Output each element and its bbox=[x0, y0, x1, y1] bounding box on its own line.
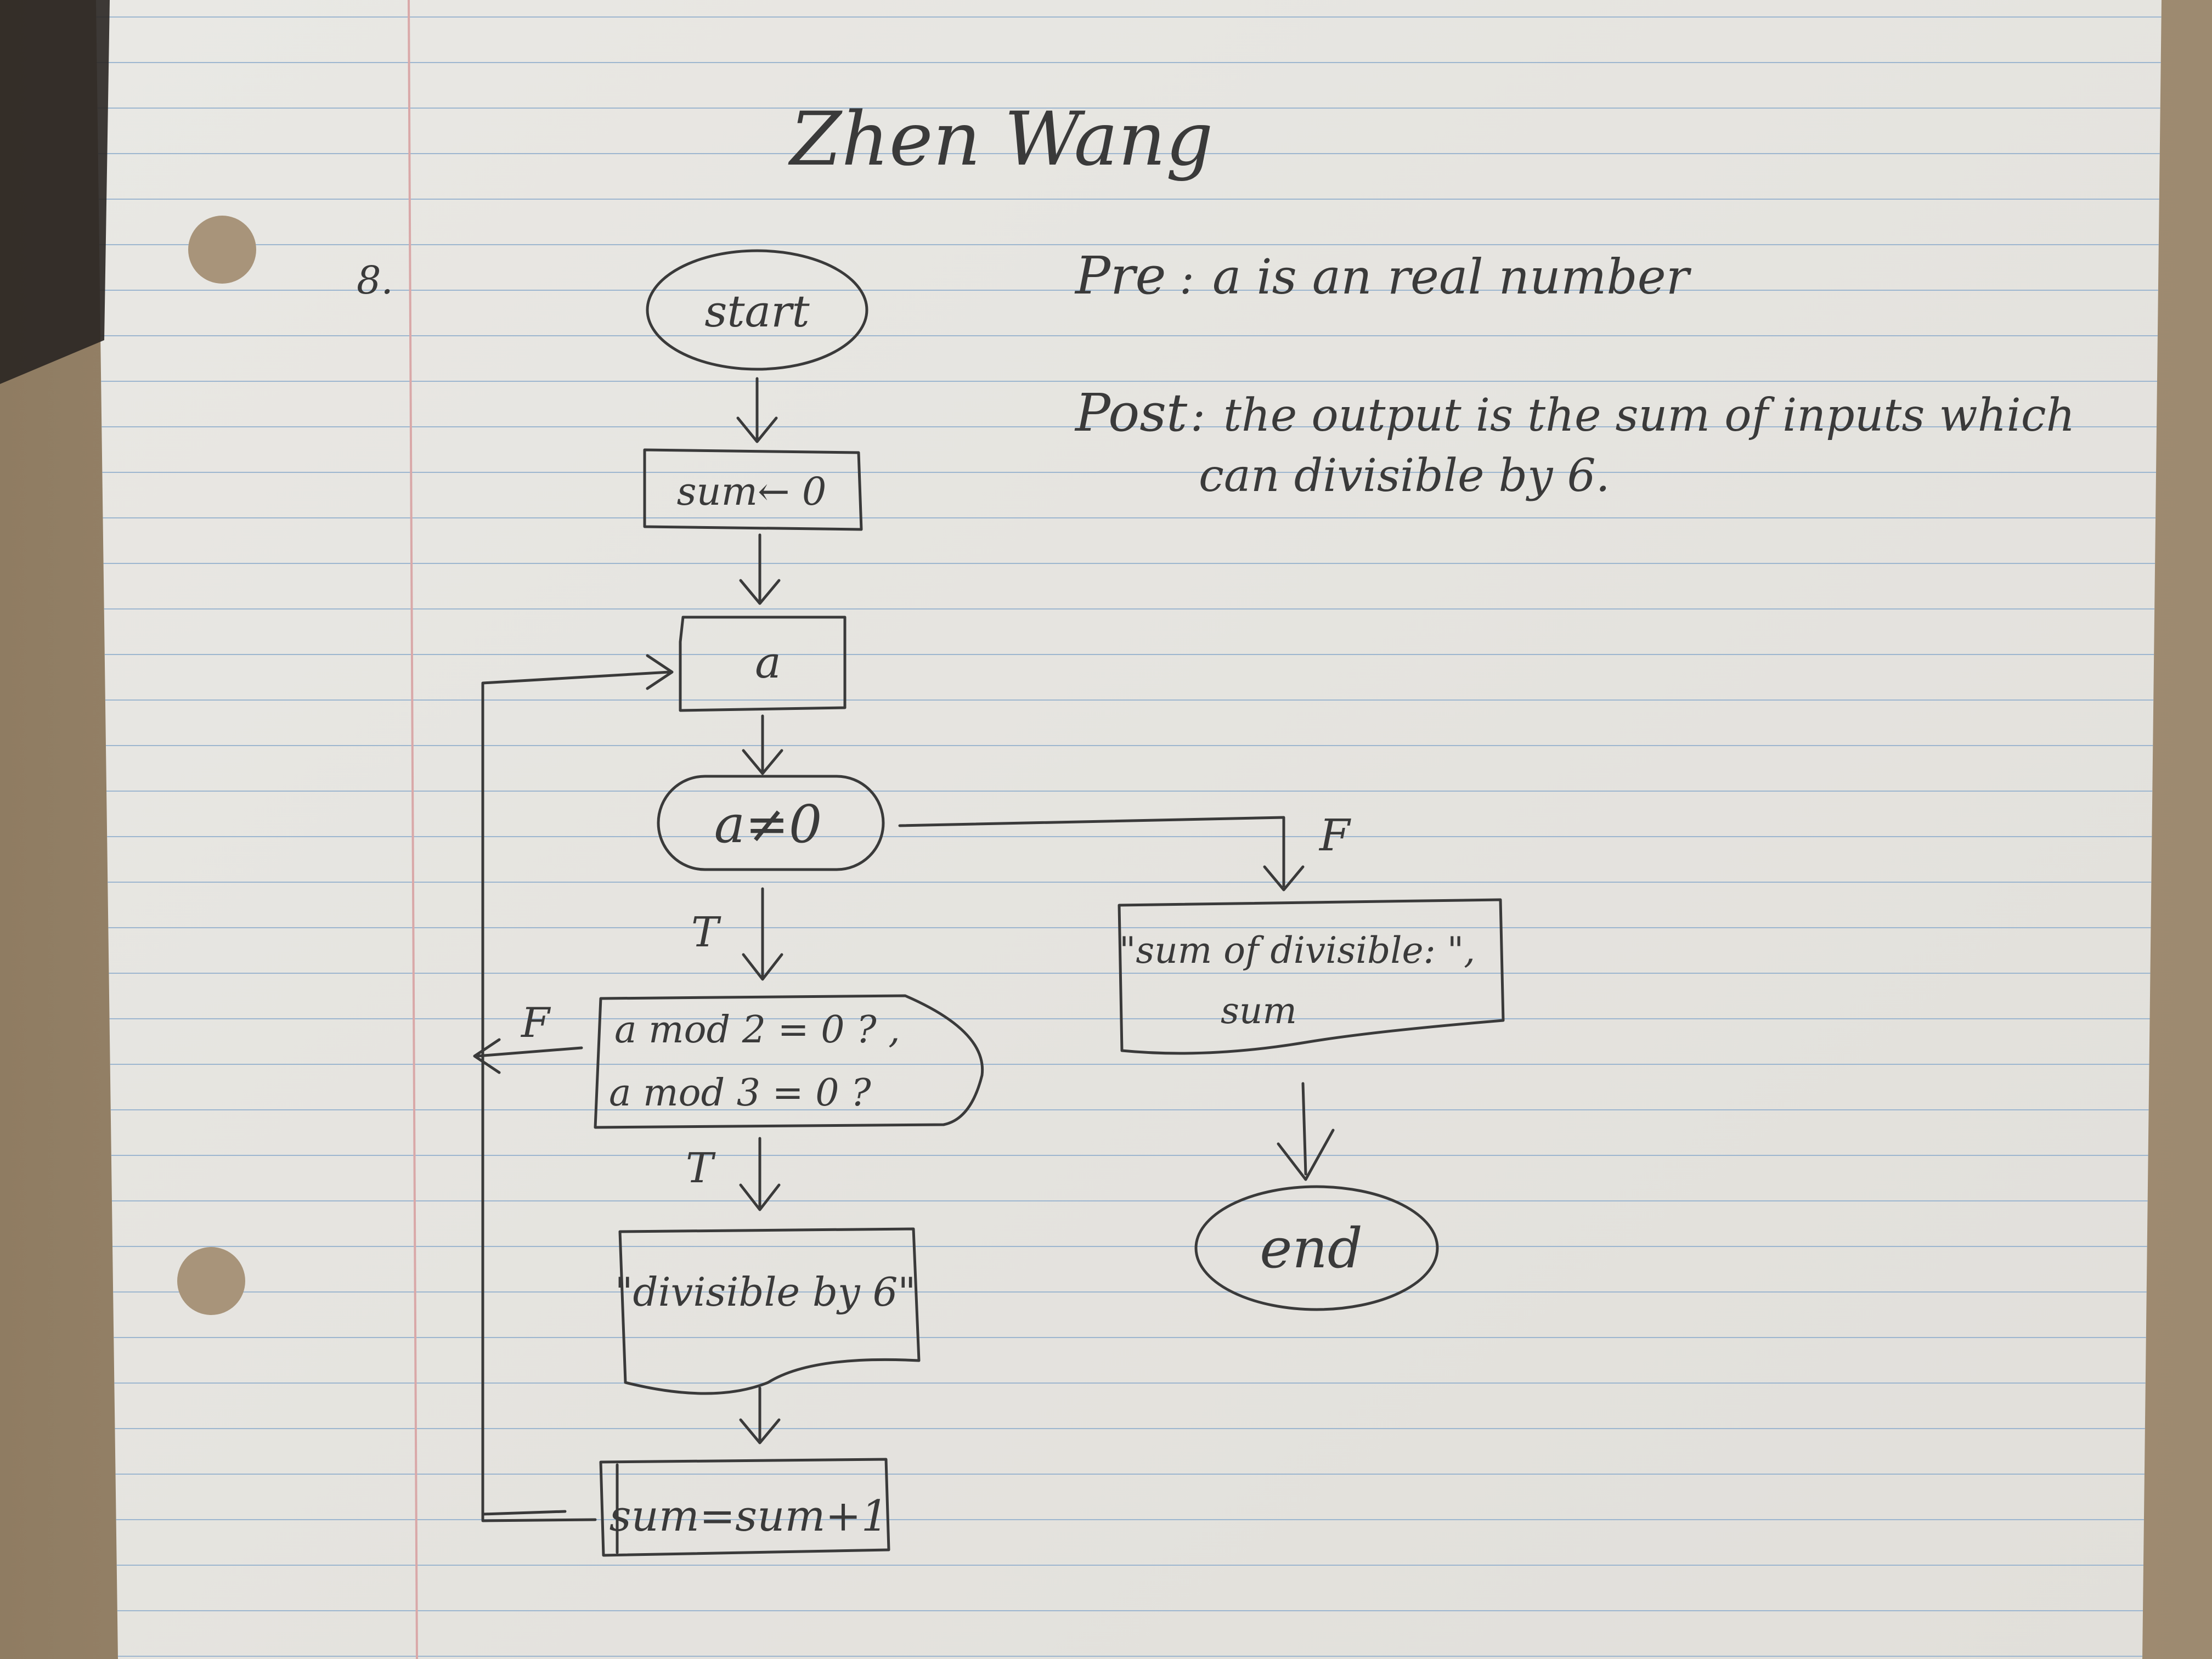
arrow-condition-false bbox=[898, 816, 1305, 891]
divisible-true-label: T bbox=[686, 1144, 716, 1192]
author-name: Zhen Wang bbox=[788, 96, 1213, 182]
input-label: a bbox=[755, 637, 781, 688]
shadow-corner bbox=[0, 0, 110, 384]
loop-condition-label: a≠0 bbox=[714, 794, 822, 855]
problem-number: 8. bbox=[357, 258, 393, 303]
condition-false-label: F bbox=[1318, 810, 1351, 861]
margin-line bbox=[408, 0, 418, 1659]
arrow-output-to-update bbox=[739, 1386, 781, 1444]
loop-condition-box bbox=[657, 775, 885, 871]
input-box bbox=[679, 616, 847, 712]
post-separator: : bbox=[1190, 390, 1205, 441]
output-divisible-label: "divisible by 6" bbox=[614, 1269, 916, 1315]
end-label: end bbox=[1260, 1216, 1363, 1280]
start-label: start bbox=[704, 286, 810, 337]
divisibility-decision-box bbox=[594, 994, 984, 1129]
arrow-input-to-condition bbox=[742, 714, 783, 775]
condition-true-label: T bbox=[691, 908, 721, 956]
output-sum-box bbox=[1118, 898, 1505, 1055]
binder-hole-top bbox=[188, 216, 256, 284]
pre-label: Pre bbox=[1074, 246, 1166, 306]
divisibility-line1: a mod 2 = 0 ? , bbox=[614, 1008, 900, 1052]
update-label: sum=sum+1 bbox=[610, 1492, 889, 1541]
paper-ruled-lines bbox=[96, 0, 2162, 1659]
post-text-line2: can divisible by 6. bbox=[1199, 450, 1610, 502]
arrow-start-to-init bbox=[736, 377, 778, 443]
arrow-divisible-false bbox=[473, 1038, 583, 1074]
divisibility-line2: a mod 3 = 0 ? bbox=[609, 1071, 871, 1115]
pre-separator: : bbox=[1180, 253, 1194, 304]
update-to-loop-line bbox=[481, 1510, 597, 1522]
arrow-condition-true bbox=[742, 887, 783, 981]
update-process-box bbox=[599, 1458, 890, 1557]
start-terminal bbox=[646, 249, 868, 371]
output-sum-line1: "sum of divisible: ", bbox=[1119, 929, 1475, 972]
binder-hole-bottom bbox=[177, 1247, 245, 1315]
pre-text: a is an real number bbox=[1212, 249, 1692, 305]
end-terminal bbox=[1194, 1185, 1439, 1311]
arrow-output-to-end bbox=[1277, 1082, 1335, 1181]
divisible-false-label: F bbox=[520, 998, 551, 1047]
loop-back-arrow bbox=[481, 654, 674, 1521]
post-text-line1: the output is the sum of inputs which bbox=[1223, 390, 2075, 442]
output-sum-line2: sum bbox=[1221, 990, 1297, 1032]
arrow-init-to-input bbox=[739, 533, 781, 605]
init-process-box bbox=[643, 448, 863, 531]
arrow-divisible-true bbox=[739, 1137, 781, 1211]
post-label: Post bbox=[1074, 383, 1188, 443]
output-divisible-box bbox=[618, 1227, 921, 1395]
init-label: sum← 0 bbox=[677, 469, 827, 514]
